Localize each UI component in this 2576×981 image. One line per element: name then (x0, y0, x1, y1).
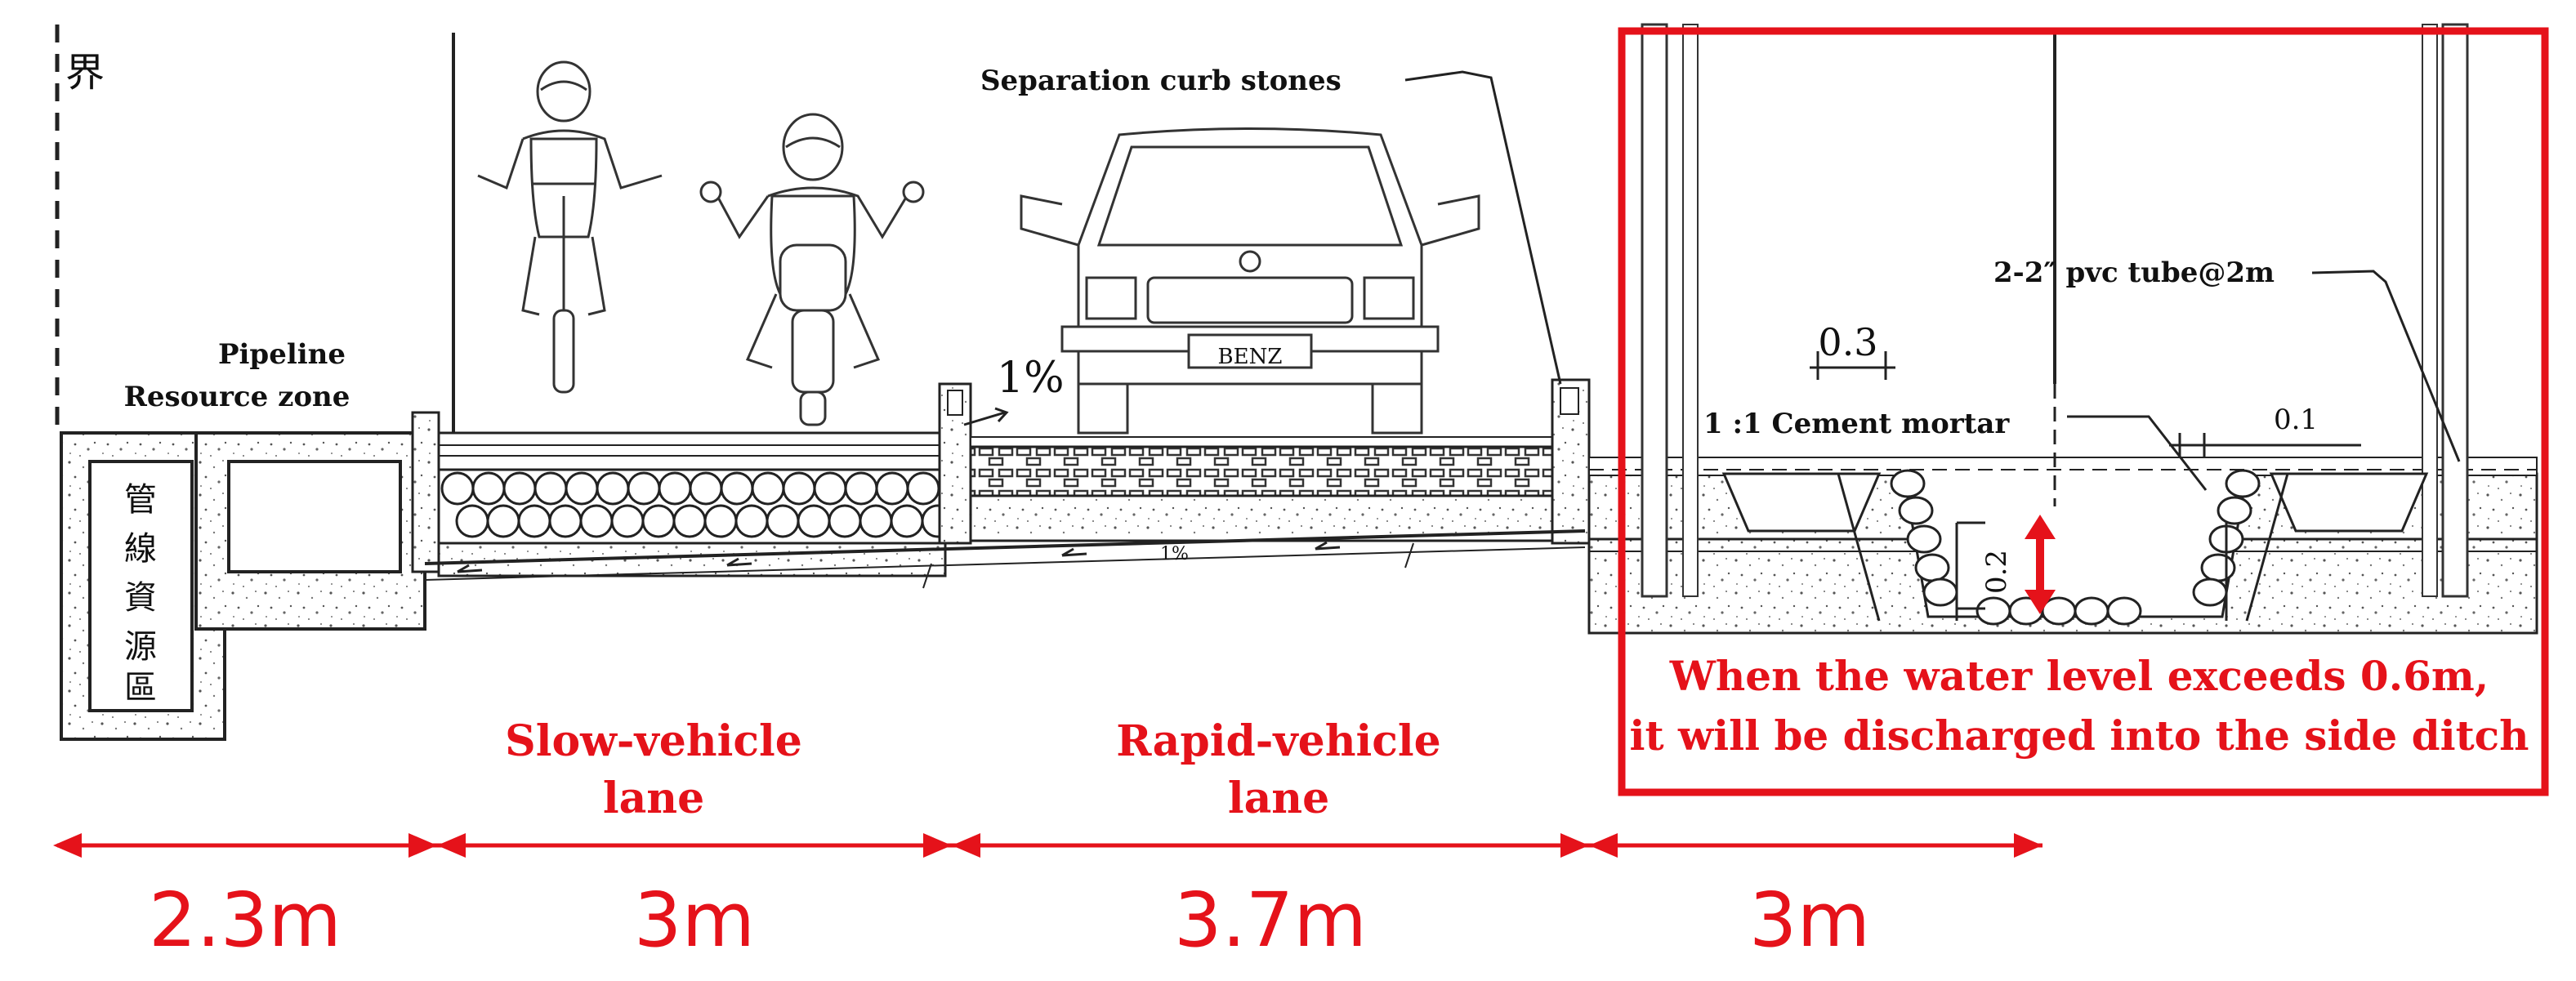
mortar-stone (2074, 596, 2109, 626)
side-ditch-highlight-frame (1618, 27, 2549, 796)
dimension-rapid-lane-width: 3.7m (1174, 876, 1367, 964)
gravel-stone (751, 471, 785, 506)
rapid-lane-pavement (969, 436, 1554, 542)
cross-slope-arrow (963, 407, 1009, 426)
gravel-stone (672, 504, 707, 538)
dimension-0-3-label: 0.3 (1818, 320, 1877, 364)
water-level-note-line1: When the water level exceeds 0.6m, (1669, 652, 2489, 700)
mortar-stone (1890, 469, 1926, 498)
pipeline-chamber (60, 411, 440, 741)
zone-chinese-char-1: 管 (124, 481, 157, 519)
zone-chinese-char-3: 資 (124, 579, 157, 617)
lane-separator-curb (938, 382, 972, 545)
water-level-arrow (2025, 515, 2056, 614)
gravel-stone (734, 504, 769, 538)
separation-curb-stone (1551, 378, 1591, 545)
dimension-0-2-label: 0.2 (1980, 550, 2013, 594)
rapid-lane-label-line1: Rapid-vehicle (1116, 716, 1441, 766)
gravel-stone (658, 471, 692, 506)
dimension-0-3 (1810, 351, 1895, 380)
gravel-stone (703, 504, 738, 538)
cross-slope-label: 1% (997, 354, 1065, 403)
gravel-stone (440, 471, 475, 506)
mortar-stone (1906, 524, 1942, 554)
gravel-stone (813, 471, 847, 506)
separation-curb-label: Separation curb stones (980, 65, 1342, 97)
separation-curb-leader (1404, 70, 1562, 385)
gravel-stone (828, 504, 862, 538)
gravel-stone (720, 471, 754, 506)
dimension-0-2 (1957, 521, 1985, 610)
license-plate: BENZ (1218, 345, 1283, 369)
cement-mortar-label: 1 :1 Cement mortar (1703, 408, 2010, 440)
mortar-stone (2192, 577, 2228, 607)
gravel-stone (859, 504, 893, 538)
zone-chinese-char-5: 區 (124, 669, 157, 707)
gravel-stone (641, 504, 676, 538)
slow-lane-label-line1: Slow-vehicle (505, 716, 802, 766)
dimension-0-1 (2169, 433, 2361, 457)
gravel-stone (766, 504, 800, 538)
dimension-slow-lane-width: 3m (634, 876, 755, 964)
mortar-stone (1914, 553, 1950, 582)
pvc-tube-label: 2-2″ pvc tube@2m (1993, 256, 2275, 289)
dimension-0-1-label: 0.1 (2274, 404, 2318, 436)
gravel-stone (875, 471, 909, 506)
gravel-stone (455, 504, 489, 538)
width-dimension-line (53, 833, 2042, 858)
zone-chinese-char-4: 源 (124, 628, 157, 666)
bicycle-rider-illustration (477, 60, 663, 394)
dimension-side-ditch-width: 3m (1749, 876, 1870, 964)
gravel-stone (906, 471, 940, 506)
slow-lane-label-line2: lane (603, 774, 704, 823)
motorcycle-rider-illustration (699, 113, 925, 426)
mortar-stone (2106, 596, 2142, 626)
cement-mortar-leader (2067, 415, 2208, 491)
mortar-stone (2200, 553, 2236, 582)
gravel-stone (890, 504, 924, 538)
car-front-illustration (1020, 127, 1480, 435)
gravel-stone (689, 471, 723, 506)
gravel-stone (610, 504, 645, 538)
rapid-lane-label-line2: lane (1228, 774, 1329, 823)
gravel-stone (548, 504, 583, 538)
pipeline-zone-label-line1: Pipeline (218, 338, 346, 371)
gravel-stone (471, 471, 506, 506)
water-level-note-line2: it will be discharged into the side ditc… (1630, 711, 2529, 760)
pipeline-zone-label-line2: Resource zone (124, 381, 350, 413)
gravel-stone (517, 504, 551, 538)
conduit-opening (227, 460, 402, 573)
mortar-stone (2217, 496, 2252, 525)
gravel-stone (579, 504, 614, 538)
mortar-stone (2225, 469, 2261, 498)
gravel-stone (565, 471, 599, 506)
mortar-stone (1898, 496, 1934, 525)
gravel-stone (844, 471, 878, 506)
gravel-stone (534, 471, 568, 506)
side-ditch-structure (1587, 23, 2538, 635)
chinese-label-box (88, 460, 194, 712)
gravel-stone (782, 471, 816, 506)
sub-base-slope-label: 1% (1160, 544, 1189, 564)
gravel-stone (486, 504, 520, 538)
zone-chinese-char-2: 線 (124, 530, 157, 568)
mortar-stone (1922, 577, 1958, 607)
mortar-stone (1976, 596, 2011, 626)
sub-base-drain-line (424, 529, 1586, 589)
gravel-stone (797, 504, 831, 538)
pvc-tube-leader (2311, 270, 2461, 462)
dimension-pipeline-zone-width: 2.3m (149, 876, 342, 964)
boundary-mark: 界 (65, 50, 105, 96)
gravel-stone (596, 471, 630, 506)
gravel-stone (627, 471, 661, 506)
gravel-stone (502, 471, 537, 506)
